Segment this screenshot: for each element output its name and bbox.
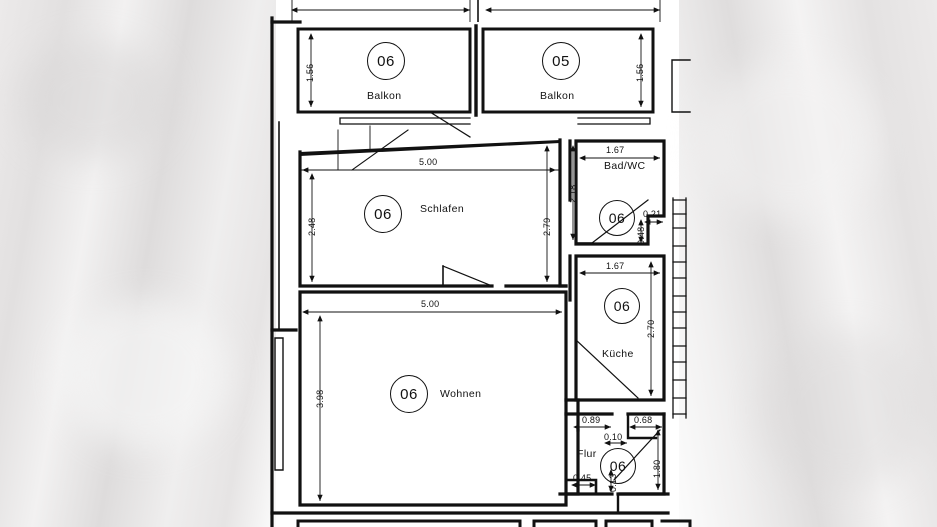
- dim-label-kueche-width: 1.67: [606, 261, 625, 271]
- dim-label-kueche-height: 2.70: [646, 319, 656, 338]
- dim-label-badwc-height: 2.18: [568, 184, 578, 203]
- wohnen-outline: [298, 290, 568, 507]
- dim-label-schlafen-height-right: 2.79: [542, 217, 552, 236]
- dim-label-badwc-width: 1.67: [606, 145, 625, 155]
- unit-badge-schlafen: 06: [364, 195, 402, 233]
- dim-label-badwc-offset-right: 0.21: [643, 209, 662, 219]
- dim-label-flur-bottom-left: 0.45: [573, 473, 592, 483]
- balkon-06-threshold: [339, 117, 471, 125]
- flur-bottom-left-step: [564, 478, 598, 496]
- dim-label-flur-bottom-small: 0.13: [608, 473, 618, 492]
- room-label-badwc: Bad/WC: [604, 160, 646, 172]
- dim-label-wohnen-width: 5.00: [421, 299, 440, 309]
- dim-label-balkon-06-height: 1.56: [305, 63, 315, 82]
- dim-label-flur-left-seg: 0.89: [582, 415, 601, 425]
- room-label-schlafen: Schlafen: [420, 203, 465, 215]
- balkon-06-outline: [296, 27, 472, 114]
- witness-ticks: [299, 140, 665, 318]
- balkon-06-rail-diagonal: [429, 111, 471, 138]
- unit-badge-balkon-05: 05: [542, 42, 580, 80]
- schlafen-ref-vert: [337, 125, 371, 171]
- unit-badge-wohnen: 06: [390, 375, 428, 413]
- unit-badge-balkon-06: 06: [367, 42, 405, 80]
- outer-left-wall-window: [274, 337, 284, 471]
- room-label-balkon-05: Balkon: [540, 90, 575, 102]
- right-stair-rail: [672, 197, 687, 419]
- dim-label-flur-gap: 0.10: [604, 432, 623, 442]
- unit-badge-flur: 06: [600, 448, 636, 484]
- dim-label-balkon-05-height: 1.56: [635, 63, 645, 82]
- bottom-room-c: [604, 519, 654, 527]
- balkon-05-outline: [481, 27, 655, 114]
- dim-label-flur-right-seg: 0.68: [634, 415, 653, 425]
- bottom-room-d: [660, 519, 692, 527]
- room-label-kueche: Küche: [602, 348, 634, 360]
- dim-label-schlafen-height-left: 2.48: [307, 217, 317, 236]
- dimension-lines: [291, 0, 665, 501]
- flur-small-box: [626, 412, 658, 440]
- bottom-room-a: [296, 519, 522, 527]
- room-label-flur: Flur: [577, 448, 597, 460]
- schlafen-outline: [298, 138, 568, 288]
- dim-label-schlafen-width: 5.00: [419, 157, 438, 167]
- unit-badge-badwc: 06: [599, 200, 635, 236]
- dim-label-wohnen-height: 3.98: [315, 389, 325, 408]
- right-shaft-outline: [671, 59, 691, 113]
- right-stair-treads: [672, 199, 687, 415]
- schlafen-top-slanted-wall: [300, 140, 560, 156]
- room-label-balkon-06: Balkon: [367, 90, 402, 102]
- schlafen-upper-door-diagonal: [351, 129, 409, 171]
- unit-badge-kueche: 06: [604, 288, 640, 324]
- kueche-door-swing: [575, 339, 639, 399]
- bottom-room-b: [532, 519, 598, 527]
- schlafen-door-swing: [442, 265, 493, 287]
- balkon-05-threshold: [577, 117, 651, 125]
- kueche-outline: [574, 254, 666, 402]
- dim-label-badwc-offset-bottom: 0.48: [636, 226, 646, 245]
- room-label-wohnen: Wohnen: [440, 388, 482, 400]
- dim-label-flur-depth: 1.80: [652, 459, 662, 478]
- flur-outline: [564, 428, 580, 496]
